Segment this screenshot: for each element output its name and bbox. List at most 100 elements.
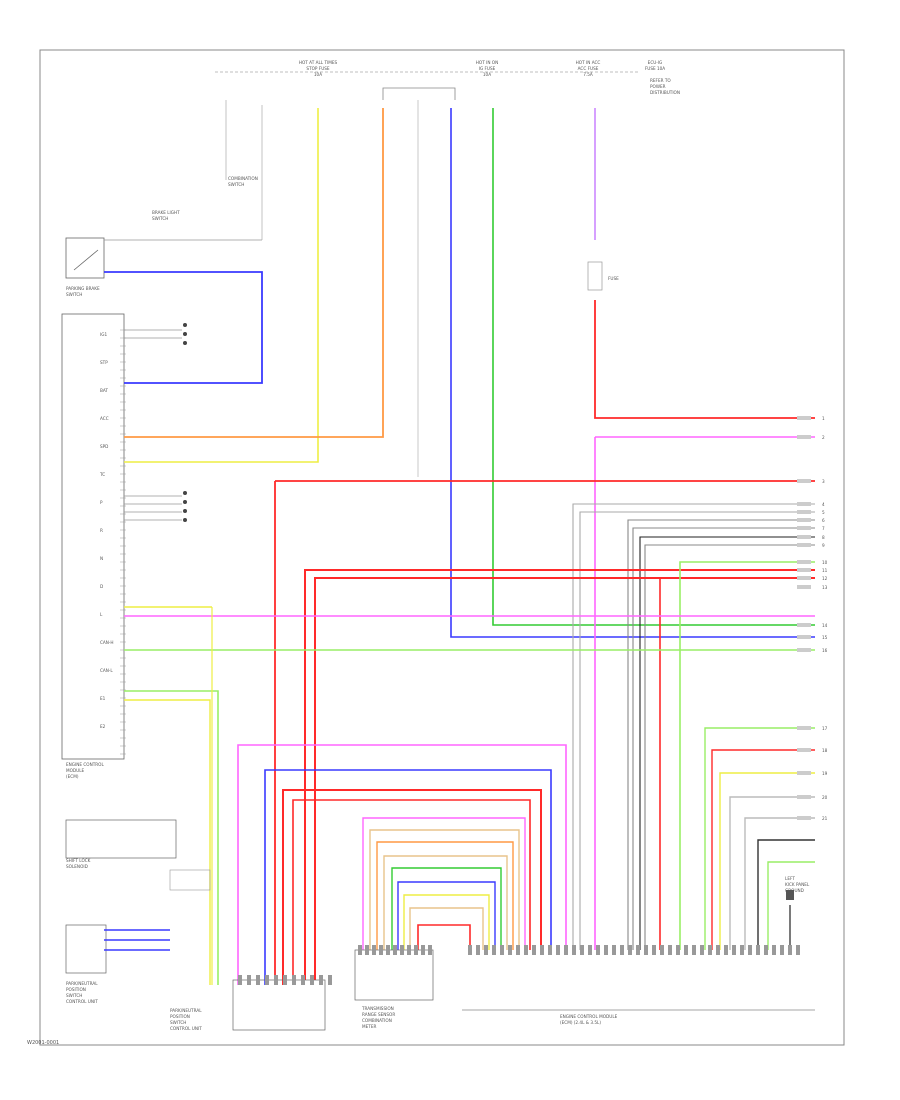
wire-end-tag: [797, 576, 811, 580]
pin-stub: [740, 945, 744, 955]
fuse-label: 10A: [483, 72, 491, 77]
wire-ecm-right: [719, 772, 815, 950]
ecm-pin-label: STP: [100, 360, 108, 365]
wire-gray-top: [382, 87, 388, 100]
pin-stub: [732, 945, 736, 955]
parking-switch-box: [65, 819, 177, 859]
pin-stub: [668, 945, 672, 955]
connector-small: [169, 869, 211, 891]
parking-brake-label: PARKING BRAKE: [66, 286, 100, 291]
stop-switch-label: SWITCH: [152, 216, 168, 221]
wire-end-tag: [797, 518, 811, 522]
pin-stub: [414, 945, 418, 955]
fuse-label: HOT AT ALL TIMES: [299, 60, 338, 65]
wire-red-loop2: [292, 799, 531, 985]
pin-stub: [620, 945, 624, 955]
pin-stub: [796, 945, 800, 955]
ecm-pin-label: E1: [100, 696, 106, 701]
pin-stub: [532, 945, 536, 955]
pin-stub: [238, 975, 242, 985]
ecm-pin-label: ACC: [100, 416, 109, 421]
wire-yellow: [124, 108, 319, 463]
bottom-left-label: PARK/NEUTRAL: [170, 1008, 202, 1013]
wire-red-p: [304, 569, 815, 980]
fuse-label: 10A: [314, 72, 322, 77]
brake-switch-box: [65, 924, 107, 974]
pin-stub: [708, 945, 712, 955]
pin-stub: [492, 945, 496, 955]
pin-stub: [400, 945, 404, 955]
ecm-pin-label: SPD: [100, 444, 108, 449]
wire-end-tag: [797, 748, 811, 752]
wire-ecm-right: [704, 727, 815, 950]
wire-combo-loop: [397, 881, 496, 950]
pin-number: 15: [822, 635, 828, 640]
pin-stub: [328, 975, 332, 985]
pin-stub: [580, 945, 584, 955]
ecm-pin-label: D: [100, 584, 103, 589]
fuse-label: IG FUSE: [479, 66, 496, 71]
pin-stub: [660, 945, 664, 955]
ground-label: GROUND: [785, 888, 804, 893]
pin-stub: [588, 945, 592, 955]
wire-end-tag: [797, 816, 811, 820]
ecm-pin-label: CAN-L: [100, 668, 113, 673]
wire-blue-long: [450, 108, 815, 638]
wire-ltgreen-ecm: [679, 561, 815, 950]
ecm-label: ENGINE CONTROL: [66, 762, 104, 767]
pin-number: 19: [822, 771, 828, 776]
pin-stub: [265, 975, 269, 985]
wire-combo-inner: [417, 924, 471, 950]
pin-number: 5: [822, 510, 825, 515]
fuse-label: HOT IN ON: [476, 60, 498, 65]
bottom-mid-label: RANGE SENSOR: [362, 1012, 395, 1017]
pin-stub: [636, 945, 640, 955]
bottom-combo-label: METER: [362, 1024, 376, 1029]
pin-stub: [468, 945, 472, 955]
wire-blue-loop-b: [264, 769, 552, 985]
wire-combo-loop: [383, 855, 508, 950]
pin-number: 10: [822, 560, 828, 565]
wire-end-tag: [797, 479, 811, 483]
fuse-label: 7.5A: [583, 72, 593, 77]
ecm-pin-label: TC: [99, 472, 105, 477]
wire-bundle: [627, 519, 815, 950]
pin-stub: [748, 945, 752, 955]
stop-switch-label: BRAKE LIGHT: [152, 210, 180, 215]
pin-stub: [596, 945, 600, 955]
wire-combo-loop: [391, 867, 502, 950]
pin-number: 6: [822, 518, 825, 523]
pin-stub: [428, 945, 432, 955]
wire-ecm-right: [767, 861, 815, 950]
pin-stub: [564, 945, 568, 955]
park-neutral-label: PARK/NEUTRAL: [66, 981, 98, 986]
pin-stub: [358, 945, 362, 955]
wire-bundle: [632, 527, 815, 950]
pin-number: 9: [822, 543, 825, 548]
wire-end-tag: [797, 535, 811, 539]
ecm-pin-label: R: [100, 528, 103, 533]
wire-pink-loop: [237, 744, 567, 985]
pin-stub: [484, 945, 488, 955]
pin-stub: [724, 945, 728, 955]
pin-stub: [379, 945, 383, 955]
pin-stub: [407, 945, 411, 955]
wire-end-tag: [797, 795, 811, 799]
pin-stub: [628, 945, 632, 955]
fuse-label: ACC FUSE: [578, 66, 599, 71]
ecm-label: (ECM): [66, 774, 79, 779]
pin-number: 16: [822, 648, 828, 653]
ecm-pin-label: L: [100, 612, 103, 617]
ecm-label: MODULE: [66, 768, 85, 773]
wire-end-tag: [797, 435, 811, 439]
pin-stub: [365, 945, 369, 955]
wire-ecm-right: [711, 749, 815, 950]
shift-lock-label: SOLENOID: [66, 864, 88, 869]
pin-stub: [386, 945, 390, 955]
park-neutral-label: CONTROL UNIT: [66, 999, 98, 1004]
diagram-border: [39, 49, 845, 1046]
pin-stub: [548, 945, 552, 955]
ecm-pin-label: BAT: [100, 388, 108, 393]
pin-stub: [319, 975, 323, 985]
wire-end-tag: [797, 585, 811, 589]
